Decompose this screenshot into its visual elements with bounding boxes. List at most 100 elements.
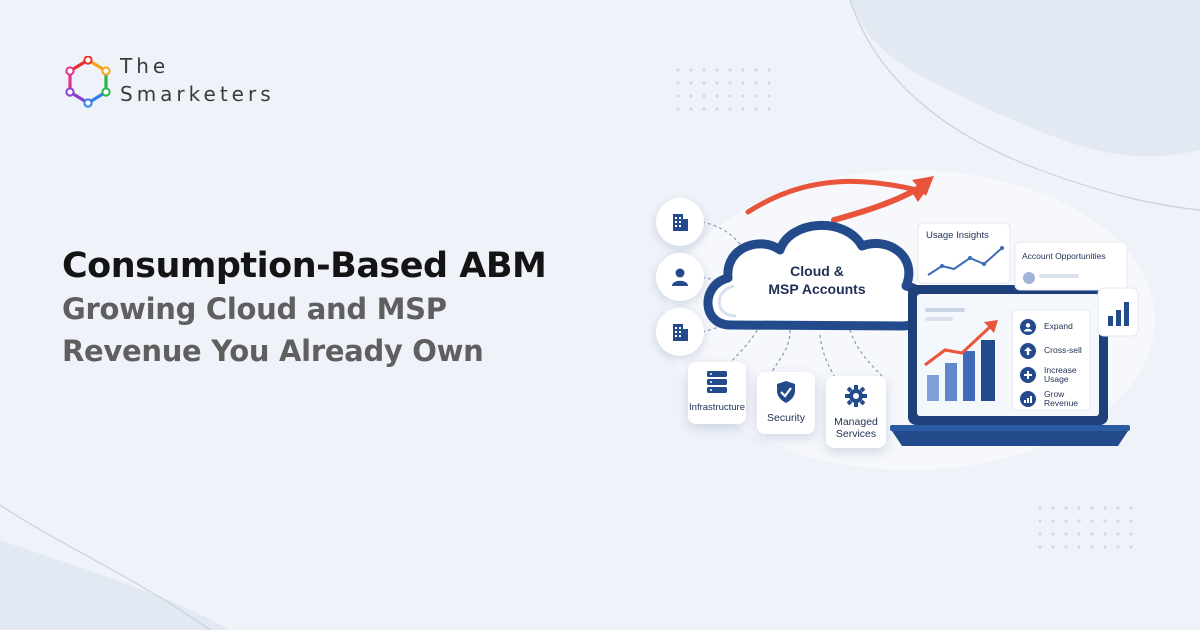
decor-dot (1077, 506, 1081, 510)
decor-dot (689, 68, 693, 72)
laptop (890, 285, 1130, 446)
decor-dot (1051, 519, 1055, 523)
service-tile-managed-services: Managed Services (826, 376, 886, 448)
decor-dot (754, 107, 758, 111)
decor-dot (715, 68, 719, 72)
decor-dot (1038, 519, 1042, 523)
server-icon (707, 371, 727, 393)
cloud-label-line2: MSP Accounts (768, 281, 866, 297)
decor-dot (1129, 506, 1133, 510)
decor-dot (728, 107, 732, 111)
service-tile-infrastructure: Infrastructure (688, 362, 746, 424)
decor-dot (767, 107, 771, 111)
decor-dot (702, 68, 706, 72)
decor-dot (1103, 506, 1107, 510)
decor-dot (1116, 545, 1120, 549)
decor-dot (1116, 506, 1120, 510)
decor-dot (1090, 519, 1094, 523)
decor-dot (1090, 506, 1094, 510)
usage-insights-title: Usage Insights (926, 230, 989, 241)
network-hexagon-logo-icon (65, 56, 111, 108)
cloud-label-line1: Cloud & (790, 263, 844, 279)
dot-grid-bottom (1038, 506, 1133, 549)
bar-chart-bubble (1097, 287, 1139, 337)
action-cross-sell: Cross-sell (1020, 340, 1084, 362)
building-icon (673, 214, 688, 231)
decor-dot (1064, 545, 1068, 549)
decor-dot (728, 94, 732, 98)
decor-dot (1077, 532, 1081, 536)
decor-dot (1129, 519, 1133, 523)
decor-dot (1051, 545, 1055, 549)
decor-dot (689, 81, 693, 85)
decor-dot (715, 94, 719, 98)
decor-dot (741, 81, 745, 85)
decor-dot (767, 68, 771, 72)
decor-dot (715, 81, 719, 85)
decor-dot (754, 94, 758, 98)
decor-dot (1051, 506, 1055, 510)
decor-dot (1064, 519, 1068, 523)
decor-dot (676, 68, 680, 72)
building-icon-1 (656, 198, 704, 246)
top-right-curve (849, 0, 1200, 211)
decor-dot (754, 68, 758, 72)
decor-dot (1038, 532, 1042, 536)
decor-dot (1103, 532, 1107, 536)
decor-dot (1038, 506, 1042, 510)
brand-name-line2: Smarketers (120, 82, 275, 106)
decor-dot (741, 94, 745, 98)
action-label-expand: Expand (1044, 321, 1073, 332)
decor-dot (1103, 519, 1107, 523)
gear-icon (845, 385, 867, 407)
arrow-up-icon (1020, 343, 1036, 359)
decor-dot (1129, 532, 1133, 536)
service-label-managed-line1: Managed (834, 416, 878, 428)
bottom-left-curve (0, 504, 211, 630)
decor-dot (754, 81, 758, 85)
dot-grid-top (676, 68, 771, 111)
decor-dot (1064, 506, 1068, 510)
building-icon-2 (656, 308, 704, 356)
service-label-managed-line2: Services (835, 428, 877, 440)
decor-dot (1129, 545, 1133, 549)
plus-icon (1020, 367, 1036, 383)
action-expand: Expand (1020, 316, 1084, 338)
decor-dot (741, 68, 745, 72)
service-label-infrastructure: Infrastructure (689, 402, 745, 413)
top-right-blob (850, 0, 1200, 157)
decor-dot (728, 68, 732, 72)
decor-dot (728, 81, 732, 85)
decor-dot (702, 81, 706, 85)
decor-dot (676, 94, 680, 98)
brand-name-line1: The (120, 54, 170, 78)
account-opportunities-card (1014, 241, 1128, 291)
decor-dot (1038, 545, 1042, 549)
decor-dot (1077, 545, 1081, 549)
building-icon (673, 324, 688, 341)
decor-dot (676, 81, 680, 85)
decor-dot (1077, 519, 1081, 523)
decor-dot (1116, 532, 1120, 536)
user-icon (672, 268, 688, 286)
usage-insights-card (917, 222, 1011, 284)
decor-dot (702, 107, 706, 111)
decor-dot (1064, 532, 1068, 536)
page-title: Consumption-Based ABM (62, 246, 547, 286)
decor-dot (1051, 532, 1055, 536)
subtitle-line-2: Revenue You Already Own (62, 334, 484, 368)
decor-dot (767, 81, 771, 85)
decor-dot (1116, 519, 1120, 523)
user-circle-icon (656, 253, 704, 301)
shield-check-icon (777, 381, 795, 403)
action-label-cross-sell: Cross-sell (1044, 345, 1082, 356)
illustration: Cloud & MSP Accounts Infrastructure (640, 150, 1160, 480)
growth-arrow-head (912, 176, 934, 196)
decor-dot (689, 94, 693, 98)
